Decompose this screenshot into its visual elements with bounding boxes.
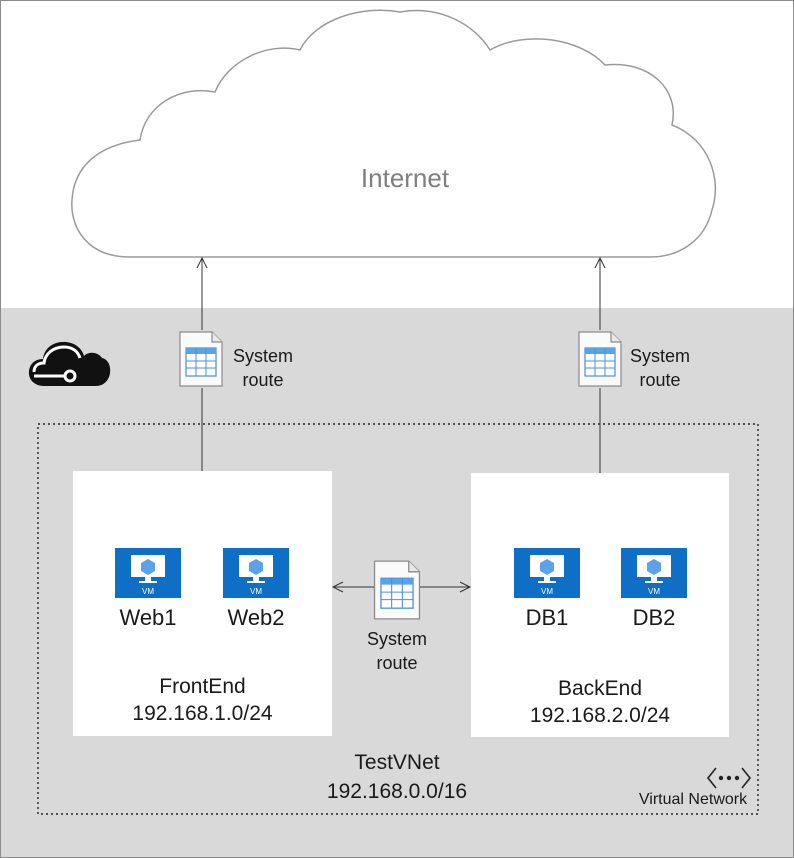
vm-name-web1: Web1 xyxy=(119,605,177,630)
middle-link-right-arrow xyxy=(459,581,472,593)
vm-icon: VM xyxy=(621,548,687,598)
frontend-subnet-label: FrontEnd 192.168.1.0/24 xyxy=(73,673,332,727)
virtual-network-caption: Virtual Network xyxy=(638,791,748,808)
route-table-icon xyxy=(578,331,622,387)
left-route-label-line2: route xyxy=(242,370,284,390)
right-route-label-line2: route xyxy=(639,370,681,390)
frontend-subnet-name: FrontEnd xyxy=(159,675,246,698)
vm-icon: VM xyxy=(514,548,580,598)
backend-subnet-name: BackEnd xyxy=(557,677,643,700)
backend-subnet-box xyxy=(471,473,729,737)
vnet-cidr: 192.168.0.0/16 xyxy=(326,780,468,803)
left-route-label: System route xyxy=(226,344,300,392)
vnet-boundary xyxy=(37,423,759,815)
middle-route-label-line2: route xyxy=(376,653,418,673)
vm-icon: VM xyxy=(115,548,181,598)
frontend-subnet-box xyxy=(73,471,332,736)
route-table-icon xyxy=(179,331,223,387)
vm-name-db2: DB2 xyxy=(632,605,676,630)
middle-route-label-line1: System xyxy=(366,629,427,649)
vm-icon: VM xyxy=(223,548,289,598)
right-route-label-line1: System xyxy=(629,346,690,366)
vm-badge: VM xyxy=(541,587,553,596)
vnet-label: TestVNet 192.168.0.0/16 xyxy=(297,748,497,806)
left-route-label-line1: System xyxy=(232,346,293,366)
vm-name-db1: DB1 xyxy=(525,605,569,630)
internet-label: Internet xyxy=(360,163,450,193)
internet-cloud xyxy=(71,9,716,258)
vm-name-web2: Web2 xyxy=(227,605,285,630)
middle-route-label: System route xyxy=(358,627,436,675)
vm-badge: VM xyxy=(142,587,154,596)
backend-subnet-cidr: 192.168.2.0/24 xyxy=(529,704,671,727)
vnet-name: TestVNet xyxy=(354,751,440,774)
virtual-network-icon xyxy=(706,767,752,789)
right-uplink-arrow xyxy=(594,256,606,269)
vm-badge: VM xyxy=(648,587,660,596)
middle-link-left-arrow xyxy=(331,581,344,593)
azure-cloud-icon xyxy=(28,341,111,386)
left-uplink-arrow xyxy=(196,256,208,269)
route-table-icon xyxy=(373,560,421,620)
vm-badge: VM xyxy=(250,587,262,596)
backend-subnet-label: BackEnd 192.168.2.0/24 xyxy=(471,675,729,729)
right-route-label: System route xyxy=(623,344,697,392)
frontend-subnet-cidr: 192.168.1.0/24 xyxy=(132,702,273,725)
